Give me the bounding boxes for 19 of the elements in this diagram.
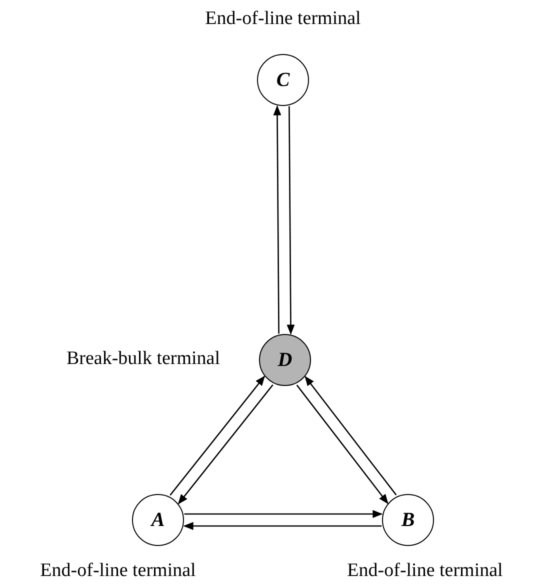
arrow (296, 384, 388, 504)
terminal-label: End-of-line terminal (347, 560, 503, 582)
terminal-label: End-of-line terminal (205, 8, 361, 30)
terminal-circle (257, 54, 309, 106)
node-letter: D (278, 348, 292, 372)
hub-terminal-circle (259, 334, 311, 386)
arrow (183, 522, 382, 530)
node-letter: C (276, 68, 290, 92)
arrow (170, 376, 266, 496)
arrow (184, 510, 383, 518)
terminal-circle (132, 494, 184, 546)
terminal-label: Break-bulk terminal (66, 348, 220, 370)
arrow (273, 105, 282, 334)
terminal-circle (382, 494, 434, 546)
terminal-label: End-of-line terminal (40, 560, 196, 582)
arrow (286, 106, 295, 335)
node-letter: A (151, 508, 165, 532)
node-letter: B (401, 508, 415, 532)
arrow (178, 384, 274, 504)
